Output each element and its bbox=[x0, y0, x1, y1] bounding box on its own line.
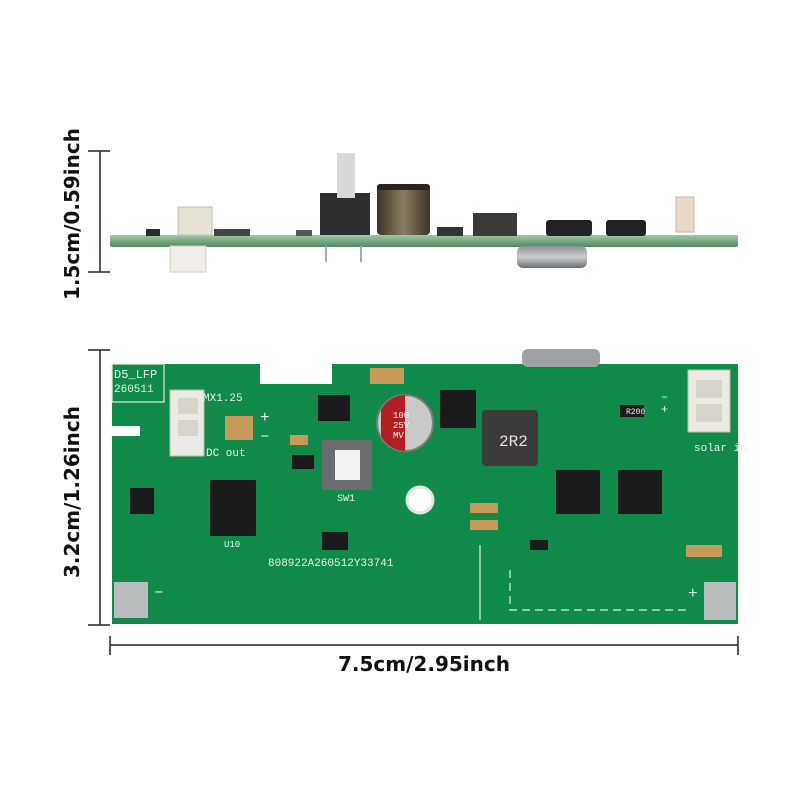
dc-plus-text: + bbox=[260, 409, 270, 427]
solar-plus-text: + bbox=[661, 403, 668, 417]
connector-label-text: MX1.25 bbox=[203, 393, 243, 405]
battery-plus-text: + bbox=[688, 585, 698, 603]
ic-label-text: U10 bbox=[224, 540, 240, 550]
board-model-text: D5_LFP bbox=[114, 368, 157, 382]
serial-text: 808922A260512Y33741 bbox=[268, 558, 394, 570]
solar-minus-text: – bbox=[661, 390, 668, 404]
battery-minus-pad bbox=[114, 582, 148, 618]
capacitor-type-text: MV bbox=[393, 431, 404, 441]
switch-text: SW1 bbox=[337, 494, 355, 505]
board-width-label: 7.5cm/2.95inch bbox=[338, 652, 510, 676]
resistor-text: R200 bbox=[626, 408, 645, 417]
board-date-text: 260511 bbox=[114, 384, 154, 396]
capacitor-value-text: 100 bbox=[393, 411, 409, 421]
battery-plus-pad bbox=[704, 582, 736, 620]
dc-out-text: DC out bbox=[206, 448, 246, 460]
battery-minus-text: – bbox=[154, 583, 164, 601]
solar-in-text: solar in bbox=[694, 443, 747, 455]
capacitor-voltage-text: 25V bbox=[393, 421, 410, 431]
inductor-text: 2R2 bbox=[499, 433, 528, 451]
dc-minus-text: – bbox=[260, 427, 270, 445]
